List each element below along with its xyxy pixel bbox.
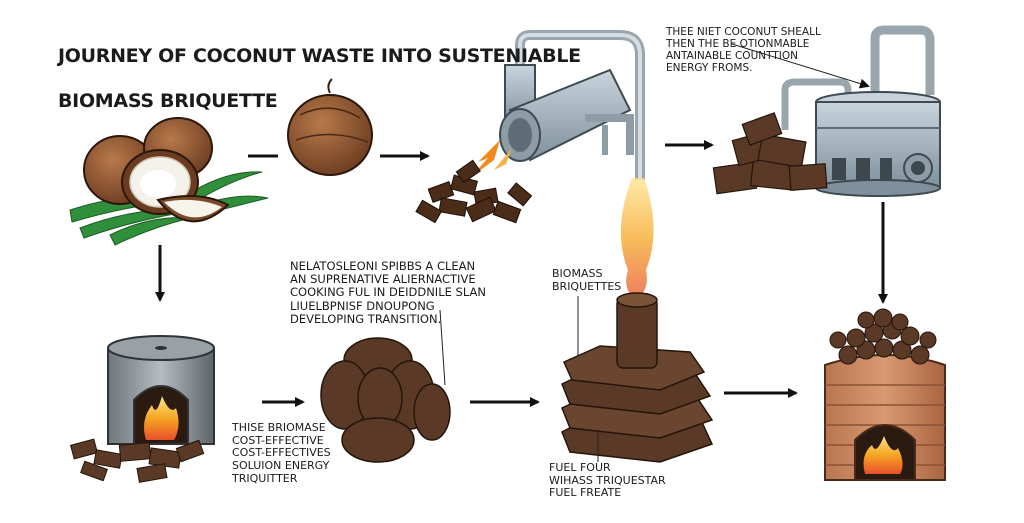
charcoal-pieces-left — [69, 438, 205, 483]
diagram-title: JOURNEY OF COCONUT WASTE INTO SUSTENIABL… — [58, 22, 581, 136]
drum-kiln — [107, 335, 215, 445]
coconut-half-cut — [156, 195, 230, 223]
brick-stove — [824, 354, 946, 481]
crusher-machine — [499, 30, 645, 180]
label-top-right: THEE NIET COCONUT SHEALL THEN THE BE OTI… — [666, 26, 821, 75]
coconut-chips-pile — [415, 159, 533, 224]
label-bottom-right: FUEL FOUR WIHASS TRIQUESTAR FUEL FREATE — [549, 461, 666, 500]
title-line-2: BIOMASS BRIQUETTE — [58, 90, 278, 113]
round-briquettes — [320, 337, 451, 463]
label-biomass-briquettes: BIOMASS BRIQUETTES — [552, 267, 622, 293]
label-middle-left: NELATOSLEONI SPIBBS A CLEAN AN SUPRENATI… — [290, 259, 486, 326]
label-pointer-middle — [439, 309, 446, 386]
coconut-group — [69, 117, 269, 246]
spark-stream — [470, 140, 512, 178]
label-bottom-left: THISE BRIOMASE COST-EFFECTIVE COST-EFFEC… — [232, 421, 331, 485]
flame-column — [620, 178, 654, 300]
briquette-stack — [561, 292, 714, 463]
charcoal-pile — [712, 112, 828, 195]
coconut-single — [287, 78, 373, 176]
title-line-1: JOURNEY OF COCONUT WASTE INTO SUSTENIABL… — [58, 44, 581, 67]
label-pointer-top — [731, 43, 870, 89]
briquette-balls — [829, 308, 937, 365]
carbonizer-tank — [781, 25, 941, 197]
stove-flame — [863, 436, 903, 474]
kiln-flame — [144, 396, 179, 440]
